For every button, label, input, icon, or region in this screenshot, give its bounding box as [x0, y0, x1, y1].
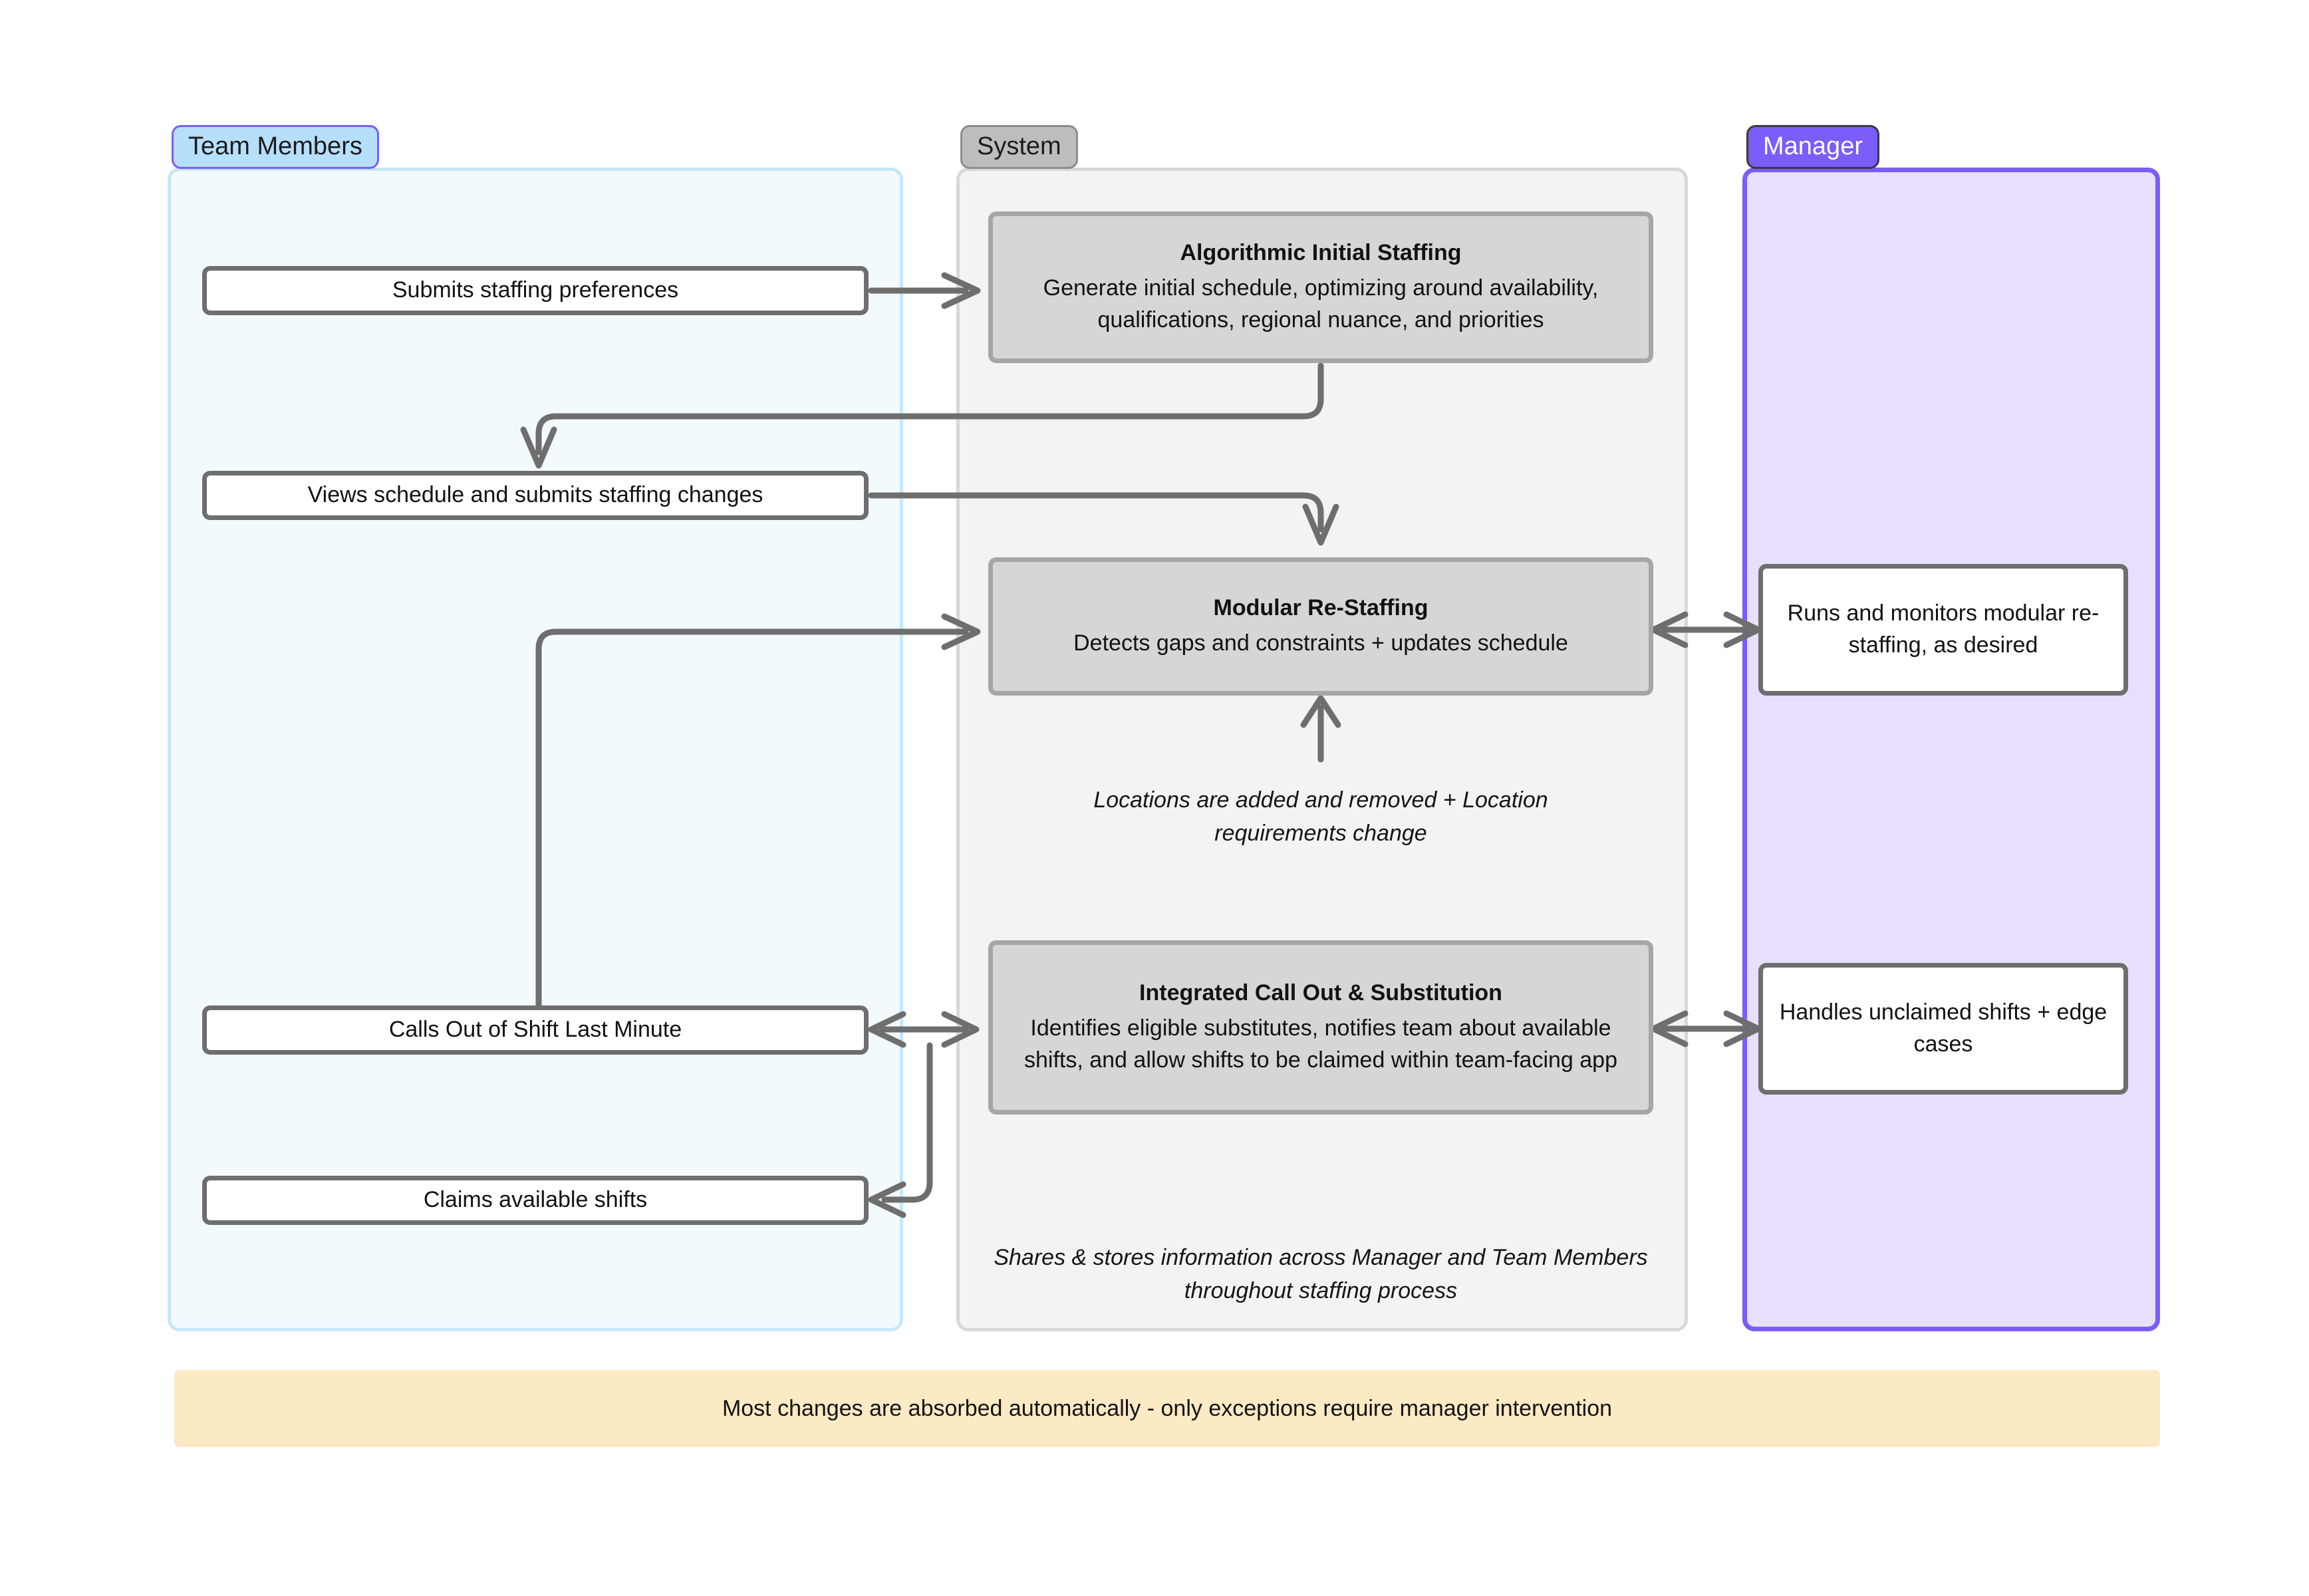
node-label: Views schedule and submits staffing chan…	[307, 482, 763, 508]
node-label: Calls Out of Shift Last Minute	[388, 1017, 682, 1043]
node-handles-unclaimed-shifts[interactable]: Handles unclaimed shifts + edge cases	[1758, 963, 2128, 1095]
node-algorithmic-initial-staffing[interactable]: Algorithmic Initial Staffing Generate in…	[988, 211, 1653, 363]
node-description: Identifies eligible substitutes, notifie…	[1023, 1015, 1617, 1073]
node-label: Handles unclaimed shifts + edge cases	[1779, 999, 2107, 1057]
node-label: Submits staffing preferences	[392, 277, 679, 303]
summary-banner: Most changes are absorbed automatically …	[174, 1370, 2160, 1447]
node-title: Algorithmic Initial Staffing	[1180, 240, 1462, 266]
swimlane-label-system: System	[960, 125, 1078, 169]
node-claims-available-shifts[interactable]: Claims available shifts	[202, 1176, 869, 1225]
node-submits-staffing-preferences[interactable]: Submits staffing preferences	[202, 266, 869, 315]
swimlane-team-members	[168, 168, 903, 1331]
annotation-shares-stores-information: Shares & stores information across Manag…	[994, 1245, 1648, 1304]
node-views-schedule-submits-changes[interactable]: Views schedule and submits staffing chan…	[202, 471, 869, 520]
summary-banner-text: Most changes are absorbed automatically …	[722, 1395, 1613, 1421]
swimlane-label-manager: Manager	[1746, 125, 1879, 169]
node-description: Generate initial schedule, optimizing ar…	[1043, 275, 1599, 332]
swimlane-label-team-members: Team Members	[172, 125, 379, 169]
node-runs-monitors-modular-restaffing[interactable]: Runs and monitors modular re-staffing, a…	[1758, 564, 2128, 696]
node-calls-out-of-shift[interactable]: Calls Out of Shift Last Minute	[202, 1005, 869, 1055]
node-title: Integrated Call Out & Substitution	[1139, 980, 1502, 1006]
node-title: Modular Re-Staffing	[1213, 595, 1428, 621]
node-label: Runs and monitors modular re-staffing, a…	[1787, 600, 2100, 658]
node-description: Detects gaps and constraints + updates s…	[1073, 630, 1568, 656]
node-label: Claims available shifts	[423, 1187, 648, 1213]
swimlane-manager	[1742, 168, 2160, 1331]
node-modular-re-staffing[interactable]: Modular Re-Staffing Detects gaps and con…	[988, 557, 1653, 696]
node-integrated-call-out-substitution[interactable]: Integrated Call Out & Substitution Ident…	[988, 940, 1653, 1115]
annotation-locations-change: Locations are added and removed + Locati…	[1093, 787, 1548, 847]
